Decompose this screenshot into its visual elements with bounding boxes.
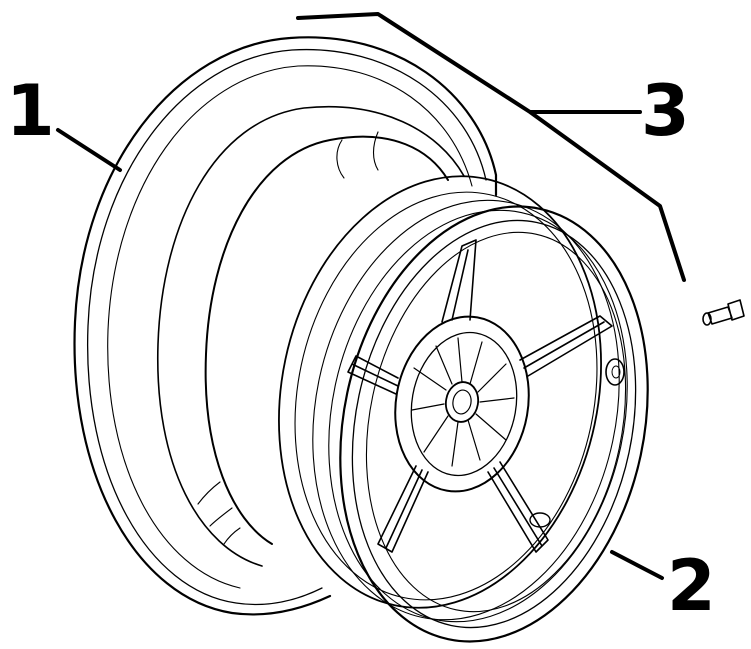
valve-stem-cap	[702, 312, 712, 326]
callout-label-2: 2	[667, 545, 716, 627]
rim-front-flange	[339, 205, 649, 643]
hub-bore	[444, 381, 480, 423]
spoke-upper	[441, 239, 477, 323]
tire-tread-line	[86, 48, 487, 606]
rim-back-flange-inner	[294, 191, 598, 601]
rim-valve-hole	[605, 358, 625, 386]
tire	[73, 36, 498, 616]
rim-barrel-ring	[312, 199, 620, 621]
tire-inner-bead	[204, 135, 449, 545]
callout-label-3: 3	[641, 70, 690, 152]
wheel-rim	[278, 175, 649, 643]
spoke-left	[347, 355, 399, 395]
wheel-hub	[394, 315, 530, 493]
rim-valve-hole-inner	[611, 365, 621, 379]
hub-ribs	[411, 337, 515, 467]
rim-barrel-ring	[328, 209, 628, 623]
tire-outer-outline	[73, 36, 498, 616]
valve-stem-body	[707, 299, 745, 325]
leader-lines	[56, 12, 686, 580]
spoke-right	[519, 315, 613, 377]
rim-boss	[529, 512, 551, 528]
rim-back-flange	[278, 175, 602, 609]
leader-line-1	[56, 128, 122, 172]
callout-label-1: 1	[6, 70, 55, 152]
leader-line-3	[296, 12, 686, 282]
tire-sidewall	[157, 106, 465, 567]
valve-stem	[702, 299, 745, 326]
rim-front-flange-lip	[365, 231, 627, 613]
wheel-spokes	[347, 239, 613, 553]
hub-outer	[394, 315, 530, 493]
hub-bore-inner	[452, 389, 472, 415]
tire-tread-line	[107, 65, 473, 589]
leader-line-2	[610, 550, 664, 580]
hub-inner-ring	[410, 331, 518, 477]
spoke-lower-right	[487, 461, 549, 553]
tire-inner-hatch	[197, 131, 379, 545]
rim-front-flange-inner	[351, 219, 637, 629]
spoke-lower-left	[377, 465, 429, 553]
